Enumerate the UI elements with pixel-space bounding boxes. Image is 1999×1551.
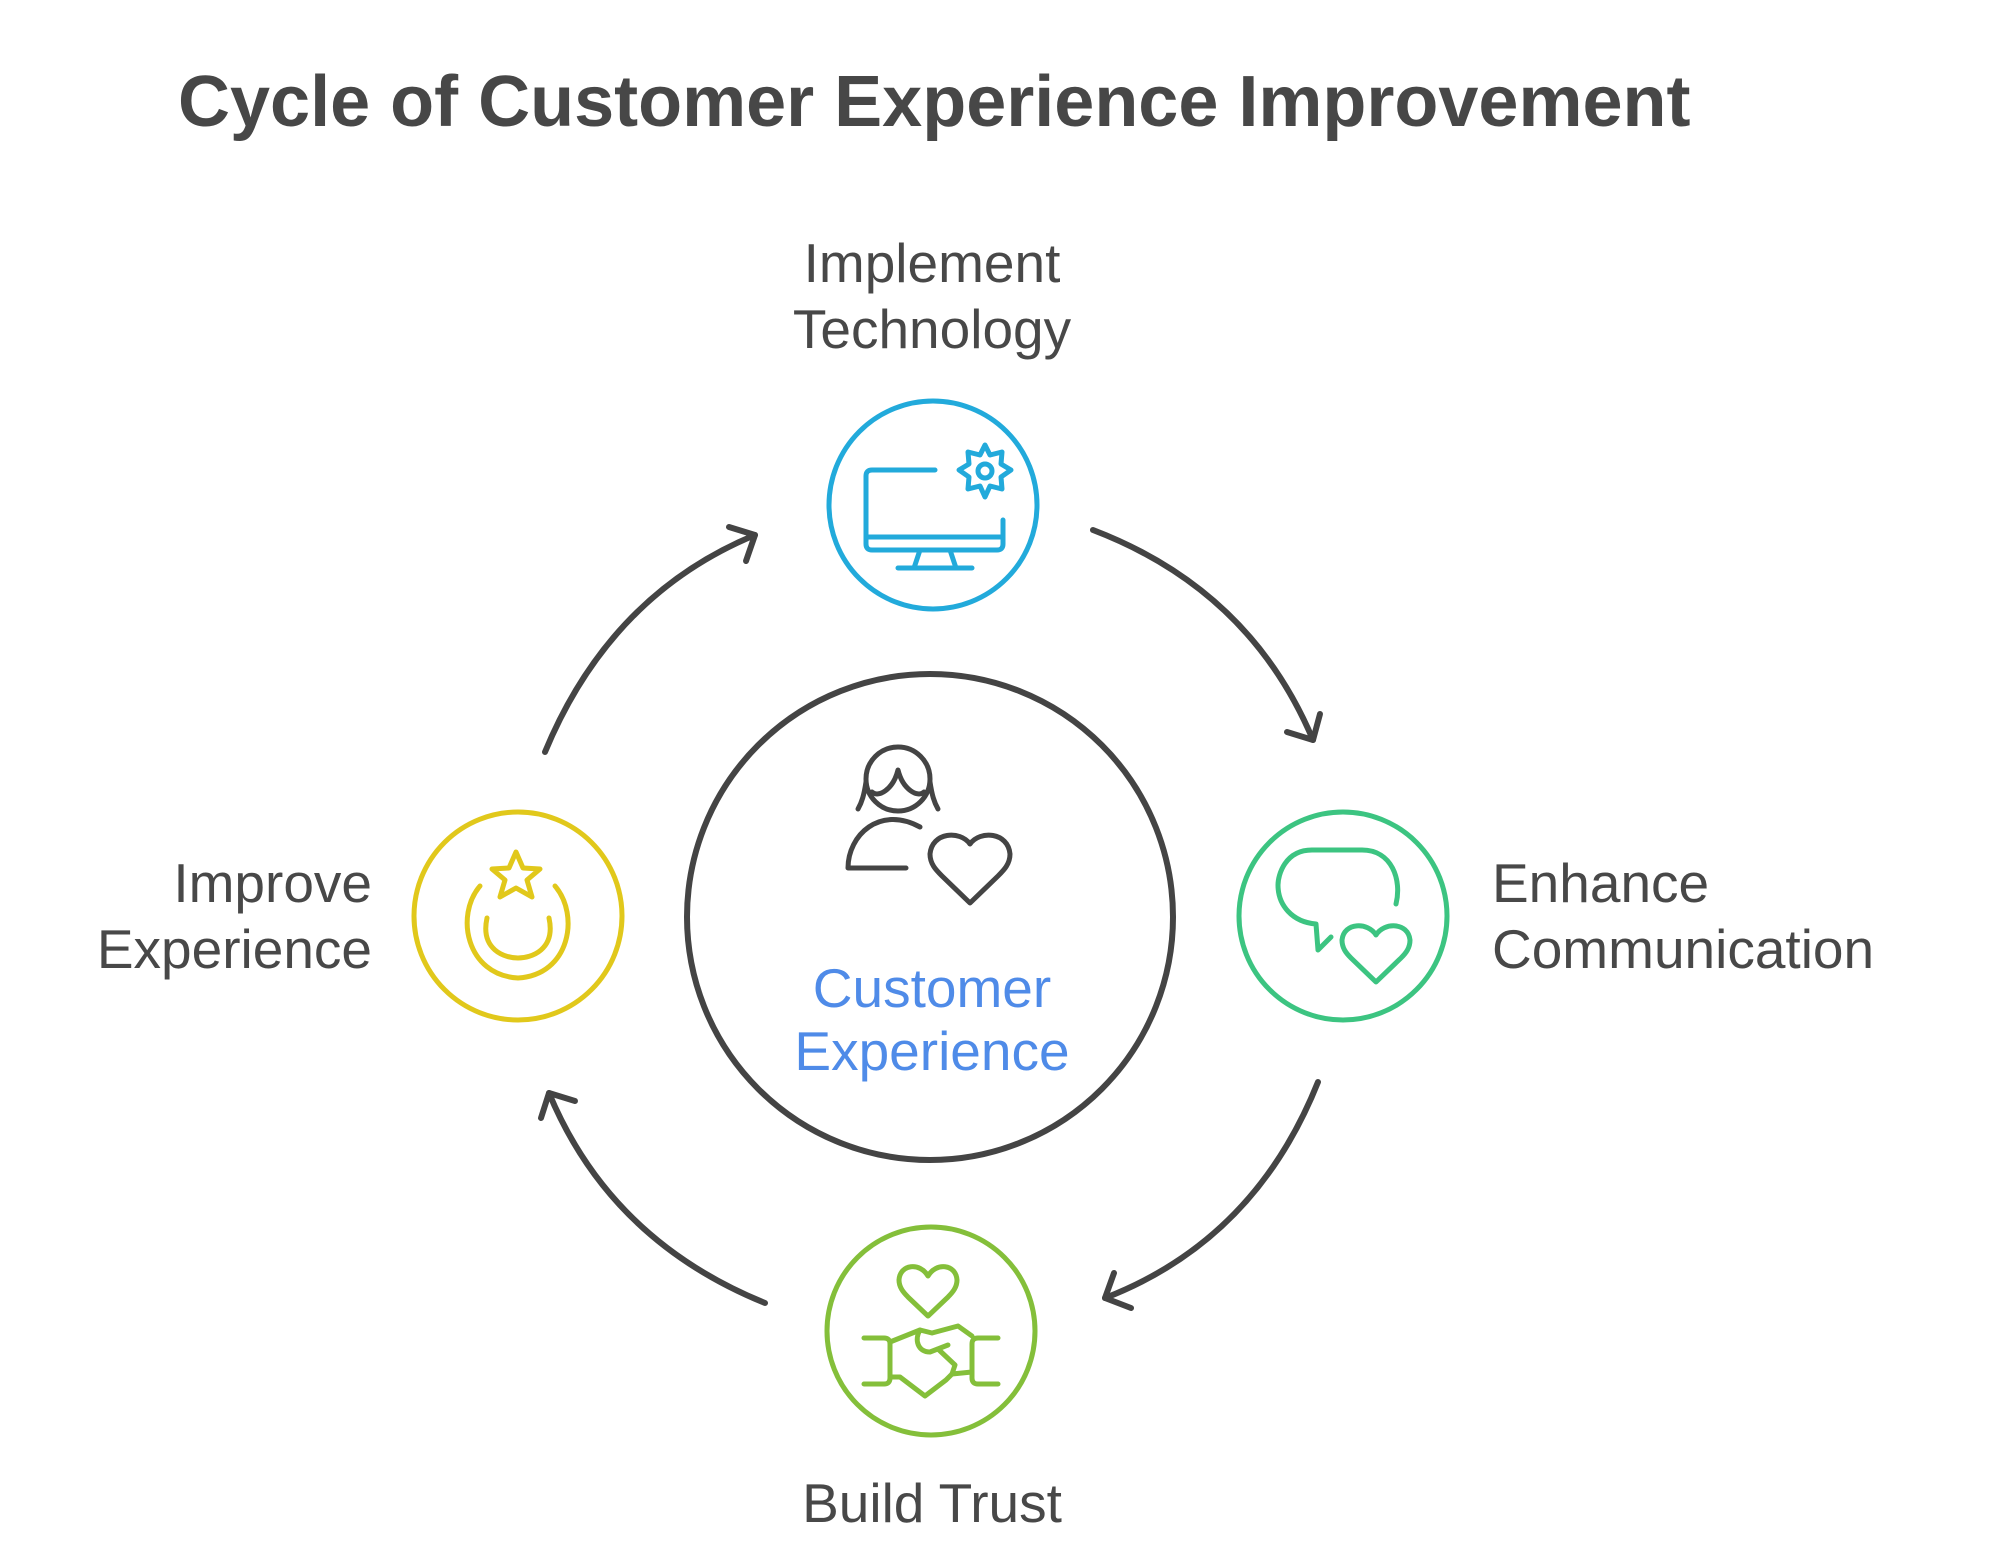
step-enhance-communication: Enhance Communication xyxy=(1236,809,1874,1023)
arrow-implement-to-enhance xyxy=(1090,527,1323,743)
person-heart-icon xyxy=(845,744,1013,906)
step-label-line-1: Implement xyxy=(804,232,1061,294)
center-node: Customer Experience xyxy=(684,671,1176,1163)
center-ring xyxy=(684,671,1176,1163)
computer-gear-icon xyxy=(863,442,1014,571)
step-label-line-1: Improve xyxy=(173,852,372,914)
center-label-line-1: Customer xyxy=(813,957,1051,1019)
arrow-enhance-to-trust xyxy=(1102,1079,1321,1311)
step-label-line-2: Experience xyxy=(97,918,372,980)
arrow-trust-to-improve xyxy=(538,1090,768,1306)
step-label-line-1: Build Trust xyxy=(802,1472,1062,1534)
diagram-title: Cycle of Customer Experience Improvement xyxy=(178,62,1691,142)
center-label-line-2: Experience xyxy=(794,1020,1069,1082)
step-label-line-1: Enhance xyxy=(1492,852,1709,914)
speech-bubble-heart-icon xyxy=(1275,847,1413,985)
step-ring xyxy=(826,398,1040,612)
step-implement-technology: Implement Technology xyxy=(793,232,1072,612)
cycle-arrows xyxy=(538,524,1323,1311)
arrow-improve-to-implement xyxy=(542,524,758,755)
step-label-line-2: Communication xyxy=(1492,918,1874,980)
step-improve-experience: Improve Experience xyxy=(97,809,625,1023)
step-ring xyxy=(1236,809,1450,1023)
step-build-trust: Build Trust xyxy=(802,1224,1062,1534)
handshake-heart-icon xyxy=(861,1264,1001,1399)
star-medal-icon xyxy=(464,849,571,981)
step-label-line-2: Technology xyxy=(793,298,1072,360)
step-ring xyxy=(411,809,625,1023)
